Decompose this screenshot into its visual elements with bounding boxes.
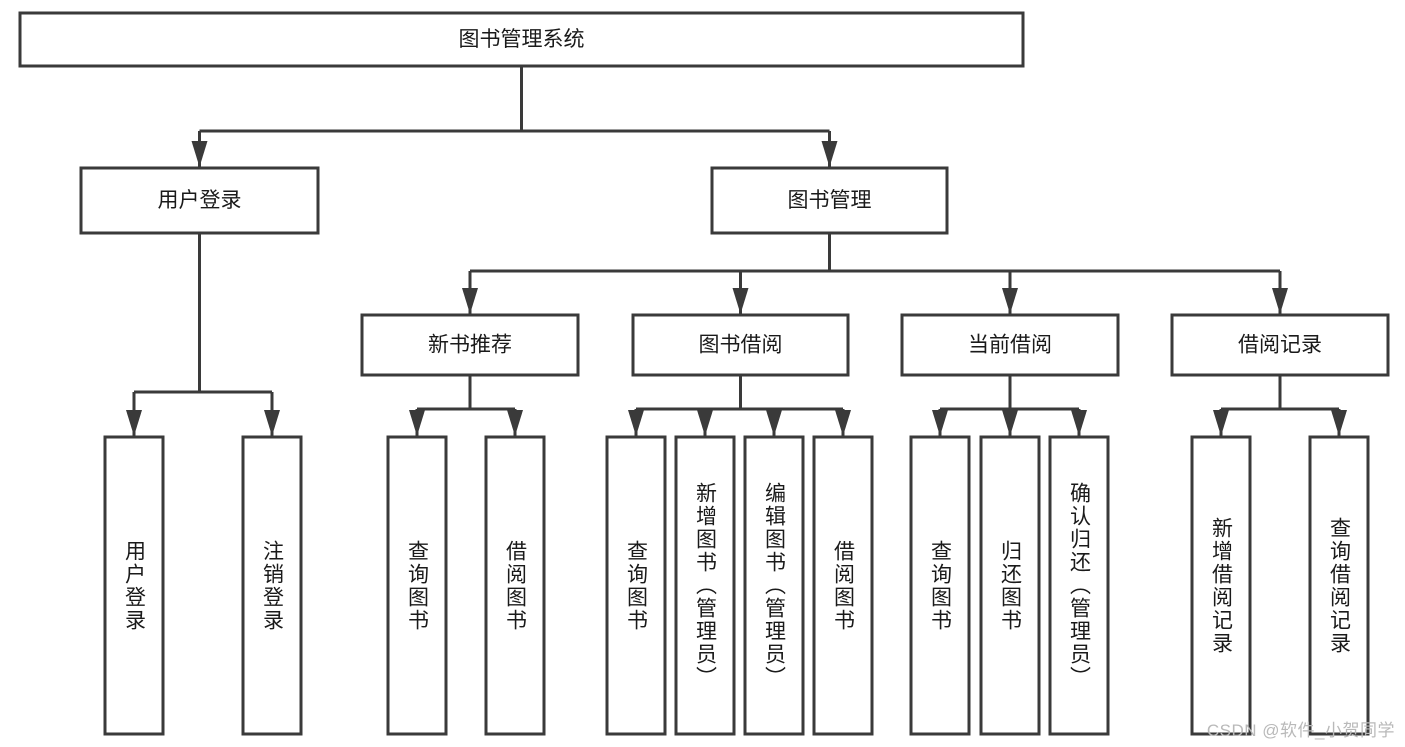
node-leaf-8[interactable] <box>909 435 971 736</box>
root-arrow-1 <box>821 141 838 167</box>
node-level2-1-rect[interactable] <box>710 166 949 235</box>
l3-3-arrow-0 <box>1213 410 1229 436</box>
node-level2-1[interactable]: 图书管理 <box>710 166 949 235</box>
book-mgmt-arrow-0 <box>462 288 478 314</box>
node-leaf-12-rect[interactable] <box>1308 435 1370 736</box>
node-level2-1-label: 图书管理 <box>788 189 872 212</box>
l3-2-arrow-0 <box>932 410 948 436</box>
node-leaf-9[interactable] <box>979 435 1041 736</box>
l3-1-arrow-0 <box>628 410 644 436</box>
node-leaf-3[interactable] <box>484 435 546 736</box>
node-leaf-7[interactable] <box>812 435 874 736</box>
node-leaf-12[interactable] <box>1308 435 1370 736</box>
book-mgmt-arrow-1 <box>732 288 749 314</box>
node-root-label: 图书管理系统 <box>459 28 585 51</box>
node-leaf-10-rect[interactable] <box>1048 435 1110 736</box>
l3-0-arrow-0 <box>409 410 425 436</box>
node-level3-3[interactable]: 借阅记录 <box>1170 313 1390 377</box>
node-root-rect[interactable] <box>18 11 1025 68</box>
node-leaf-0-rect[interactable] <box>103 435 165 736</box>
node-leaf-11[interactable] <box>1190 435 1252 736</box>
node-level3-3-label: 借阅记录 <box>1238 334 1322 357</box>
node-level3-0-rect[interactable] <box>360 313 580 377</box>
node-leaf-5[interactable] <box>674 435 736 736</box>
node-leaf-7-rect[interactable] <box>812 435 874 736</box>
node-leaf-0[interactable] <box>103 435 165 736</box>
node-leaf-4-rect[interactable] <box>605 435 667 736</box>
book-mgmt-arrow-2 <box>1002 288 1018 314</box>
l3-2-arrow-2 <box>1071 410 1087 436</box>
l3-2-arrow-1 <box>1002 410 1018 436</box>
node-leaf-8-rect[interactable] <box>909 435 971 736</box>
l3-1-arrow-2 <box>766 410 782 436</box>
node-leaf-3-rect[interactable] <box>484 435 546 736</box>
login-arrow-0 <box>126 410 142 436</box>
connector-layer <box>126 66 1347 436</box>
node-level2-0-rect[interactable] <box>79 166 320 235</box>
node-root[interactable]: 图书管理系统 <box>18 11 1025 68</box>
l3-1-arrow-1 <box>697 410 713 436</box>
node-level3-3-rect[interactable] <box>1170 313 1390 377</box>
login-arrow-1 <box>264 410 280 436</box>
node-leaf-4[interactable] <box>605 435 667 736</box>
book-mgmt-arrow-3 <box>1272 288 1288 314</box>
node-level3-2-rect[interactable] <box>900 313 1120 377</box>
node-leaf-11-rect[interactable] <box>1190 435 1252 736</box>
node-leaf-6[interactable] <box>743 435 805 736</box>
node-leaf-1-rect[interactable] <box>241 435 303 736</box>
node-leaf-6-rect[interactable] <box>743 435 805 736</box>
node-level2-0-label: 用户登录 <box>158 189 242 212</box>
l3-0-arrow-1 <box>507 410 523 436</box>
node-level3-0[interactable]: 新书推荐 <box>360 313 580 377</box>
node-leaf-5-rect[interactable] <box>674 435 736 736</box>
node-level3-2[interactable]: 当前借阅 <box>900 313 1120 377</box>
node-leaf-1[interactable] <box>241 435 303 736</box>
node-level3-1-rect[interactable] <box>631 313 850 377</box>
node-leaf-10[interactable] <box>1048 435 1110 736</box>
node-level3-2-label: 当前借阅 <box>968 334 1052 357</box>
node-leaf-9-rect[interactable] <box>979 435 1041 736</box>
csdn-watermark: CSDN @软件_小贺同学 <box>1206 721 1395 740</box>
root-arrow-0 <box>191 141 208 167</box>
node-level3-1[interactable]: 图书借阅 <box>631 313 850 377</box>
node-level3-1-label: 图书借阅 <box>699 334 783 357</box>
l3-1-arrow-3 <box>835 410 851 436</box>
node-leaf-2-rect[interactable] <box>386 435 448 736</box>
node-leaf-2[interactable] <box>386 435 448 736</box>
l3-3-arrow-1 <box>1331 410 1347 436</box>
node-level2-0[interactable]: 用户登录 <box>79 166 320 235</box>
node-level3-0-label: 新书推荐 <box>428 334 512 357</box>
